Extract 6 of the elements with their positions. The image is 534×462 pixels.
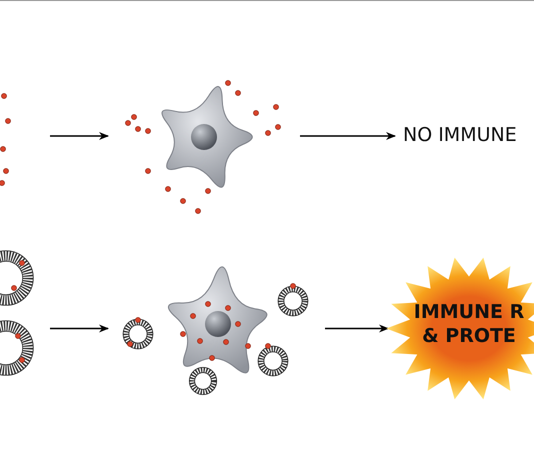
- result-text: NO IMMUNE: [403, 124, 517, 146]
- arrow: [300, 132, 396, 140]
- result-text: IMMUNE R & PROTE: [412, 300, 526, 348]
- arrow: [50, 132, 109, 140]
- arrow: [50, 324, 109, 332]
- arrow: [325, 324, 389, 332]
